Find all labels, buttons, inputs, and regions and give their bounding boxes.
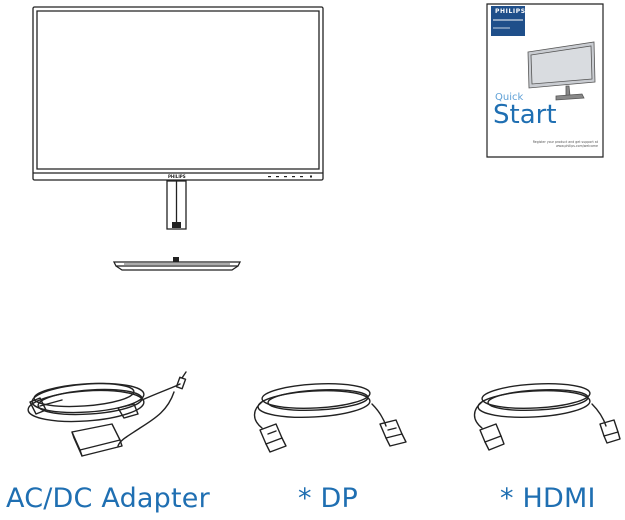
monitor-screen (37, 11, 319, 169)
dp-caption: * DP (298, 483, 358, 514)
manual-register-text: Register your product and get support at… (532, 140, 598, 148)
hdmi-cable-illustration (475, 381, 621, 450)
adapter-brick (72, 424, 120, 450)
hdmi-caption: * HDMI (500, 483, 596, 514)
manual-monitor-picture (528, 42, 595, 100)
hdmi-connector-left (480, 424, 504, 450)
monitor-illustration (33, 7, 323, 229)
monitor-buttons (268, 175, 312, 178)
hdmi-connector-right (600, 420, 620, 443)
monitor-base (114, 257, 240, 270)
monitor-brand-text: PHILIPS (168, 174, 186, 179)
manual-quick-text: Quick (495, 92, 524, 103)
monitor-bezel (33, 7, 323, 180)
dp-connector-left (260, 424, 286, 452)
manual-header-band (491, 6, 525, 36)
manual-start-text: Start (493, 100, 557, 130)
quick-start-manual (487, 4, 603, 157)
dp-connector-right (380, 420, 406, 446)
manual-brand-text: PHILIPS (495, 8, 526, 15)
adapter-caption: AC/DC Adapter (6, 483, 210, 514)
dp-cable-illustration (255, 381, 407, 452)
adapter-illustration (27, 372, 186, 456)
